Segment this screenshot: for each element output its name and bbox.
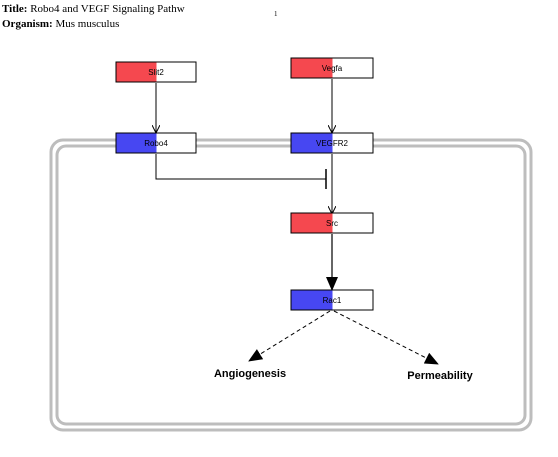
node-robo4-color-fill bbox=[116, 133, 157, 153]
node-slit2-color-fill bbox=[116, 62, 157, 82]
node-src-label: Src bbox=[326, 219, 338, 228]
node-src-color-fill bbox=[291, 213, 333, 233]
title-value: Robo4 and VEGF Signaling Pathw bbox=[30, 3, 185, 15]
edge-rac1-angiogenesis bbox=[248, 310, 331, 362]
organism-line: Organism: Mus musculus bbox=[2, 18, 119, 30]
node-robo4: Robo4 bbox=[115, 132, 197, 154]
title-label: Title: bbox=[2, 3, 28, 15]
node-vegfa: Vegfa bbox=[290, 57, 374, 79]
node-vegfr2-color-fill bbox=[291, 133, 333, 153]
node-vegfr2-label: VEGFR2 bbox=[316, 139, 349, 148]
title-line: Title: Robo4 and VEGF Signaling Pathw bbox=[2, 3, 185, 15]
node-slit2-label: Slit2 bbox=[148, 68, 164, 77]
node-rac1-color-fill bbox=[291, 290, 333, 310]
node-vegfr2: VEGFR2 bbox=[290, 132, 374, 154]
cell-membrane-inner bbox=[55, 144, 527, 426]
outcome-permeability: Permeability bbox=[407, 370, 473, 382]
edges bbox=[155, 79, 439, 365]
node-slit2: Slit2 bbox=[115, 61, 197, 83]
cell-membrane-outer bbox=[49, 138, 533, 432]
node-vegfa-label: Vegfa bbox=[322, 64, 343, 73]
node-robo4-label: Robo4 bbox=[144, 139, 168, 148]
organism-value: Mus musculus bbox=[55, 18, 120, 30]
organism-label: Organism: bbox=[2, 18, 53, 30]
page-number: 1 bbox=[274, 10, 278, 18]
node-src: Src bbox=[290, 212, 374, 234]
node-rac1-label: Rac1 bbox=[323, 296, 342, 305]
edge-robo4-inhibits-vegfr2 bbox=[155, 154, 326, 180]
outcome-angiogenesis: Angiogenesis bbox=[214, 368, 286, 380]
node-vegfa-color-fill bbox=[291, 58, 333, 78]
node-rac1: Rac1 bbox=[290, 289, 374, 311]
edge-rac1-permeability bbox=[333, 310, 439, 365]
